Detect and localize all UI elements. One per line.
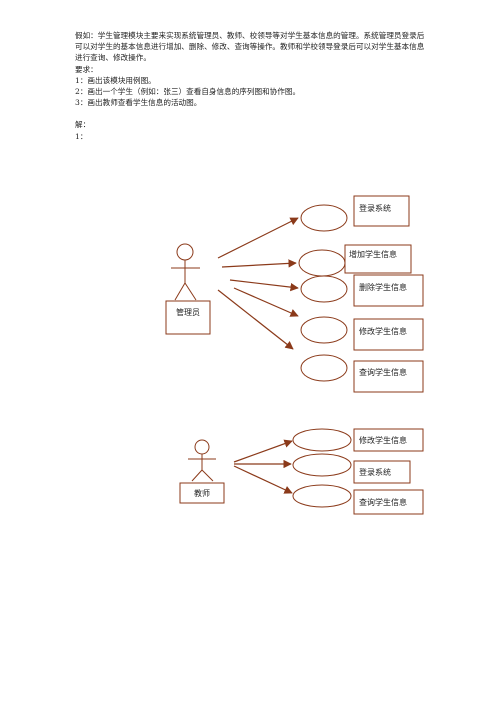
solution-title: 解：: [75, 120, 91, 130]
requirements-title: 要求：: [75, 64, 98, 74]
label-admin-delete: 删除学生信息: [359, 282, 407, 292]
admin-label-boxes: [344, 195, 424, 393]
requirement-3: 3：画出教师查看学生信息的活动图。: [75, 98, 202, 108]
actor-admin-label: 管理员: [176, 307, 200, 317]
actor-teacher-head: [194, 439, 210, 455]
assoc-admin-modify: [233, 287, 299, 317]
label-teacher-query: 查询学生信息: [359, 497, 407, 507]
box-admin-query: [353, 360, 424, 393]
intro-paragraph: 假如：学生管理模块主要来实现系统管理员、教师、校领导等对学生基本信息的管理。系统…: [75, 31, 425, 63]
assoc-admin-add: [221, 259, 297, 268]
admin-associations: [217, 217, 299, 350]
actor-teacher-leg-right: [201, 469, 214, 482]
label-admin-login: 登录系统: [359, 203, 391, 213]
usecase-admin-modify: [300, 316, 348, 344]
usecase-teacher-query: [292, 484, 352, 508]
box-teacher-query: [353, 489, 424, 515]
usecase-teacher-login: [292, 453, 352, 477]
box-teacher-modify: [353, 428, 424, 452]
teacher-label-boxes: [353, 428, 424, 515]
usecase-admin-delete: [300, 275, 348, 303]
assoc-admin-login: [217, 217, 299, 259]
assoc-admin-query: [217, 289, 294, 350]
actor-teacher-label-box: [179, 482, 225, 504]
box-admin-add: [344, 244, 412, 274]
actor-admin-leg-right: [184, 282, 197, 301]
label-admin-modify: 修改学生信息: [359, 326, 407, 336]
usecase-admin-query: [300, 354, 348, 382]
label-teacher-modify: 修改学生信息: [359, 435, 407, 445]
teacher-associations: [233, 439, 293, 494]
actor-admin-leg-left: [174, 282, 186, 301]
actor-admin-head: [176, 243, 194, 261]
label-teacher-login: 登录系统: [359, 467, 391, 477]
box-admin-delete: [353, 274, 424, 307]
actor-teacher-leg-left: [191, 469, 203, 482]
actor-admin-label-box: [165, 300, 211, 335]
admin-use-cases: [298, 204, 348, 382]
box-admin-login: [353, 195, 410, 227]
solution-item-1: 1：: [75, 131, 88, 141]
actor-admin: [171, 243, 200, 301]
usecase-admin-add: [298, 249, 346, 277]
label-admin-query: 查询学生信息: [359, 367, 407, 377]
box-teacher-login: [353, 460, 411, 484]
label-admin-add: 增加学生信息: [349, 249, 397, 259]
requirement-1: 1：画出该模块用例图。: [75, 75, 156, 85]
assoc-admin-delete: [229, 279, 299, 292]
teacher-use-cases: [292, 428, 352, 508]
assoc-teacher-modify: [233, 439, 293, 463]
usecase-admin-login: [300, 204, 348, 232]
requirement-2: 2：画出一个学生（例如：张三）查看自身信息的序列图和协作图。: [75, 87, 301, 97]
document-text: 假如：学生管理模块主要来实现系统管理员、教师、校领导等对学生基本信息的管理。系统…: [75, 30, 425, 142]
assoc-teacher-query: [233, 465, 293, 494]
actor-teacher: [188, 439, 216, 482]
actor-teacher-label: 教师: [194, 488, 210, 498]
usecase-teacher-modify: [292, 428, 352, 452]
box-admin-modify: [353, 318, 424, 351]
